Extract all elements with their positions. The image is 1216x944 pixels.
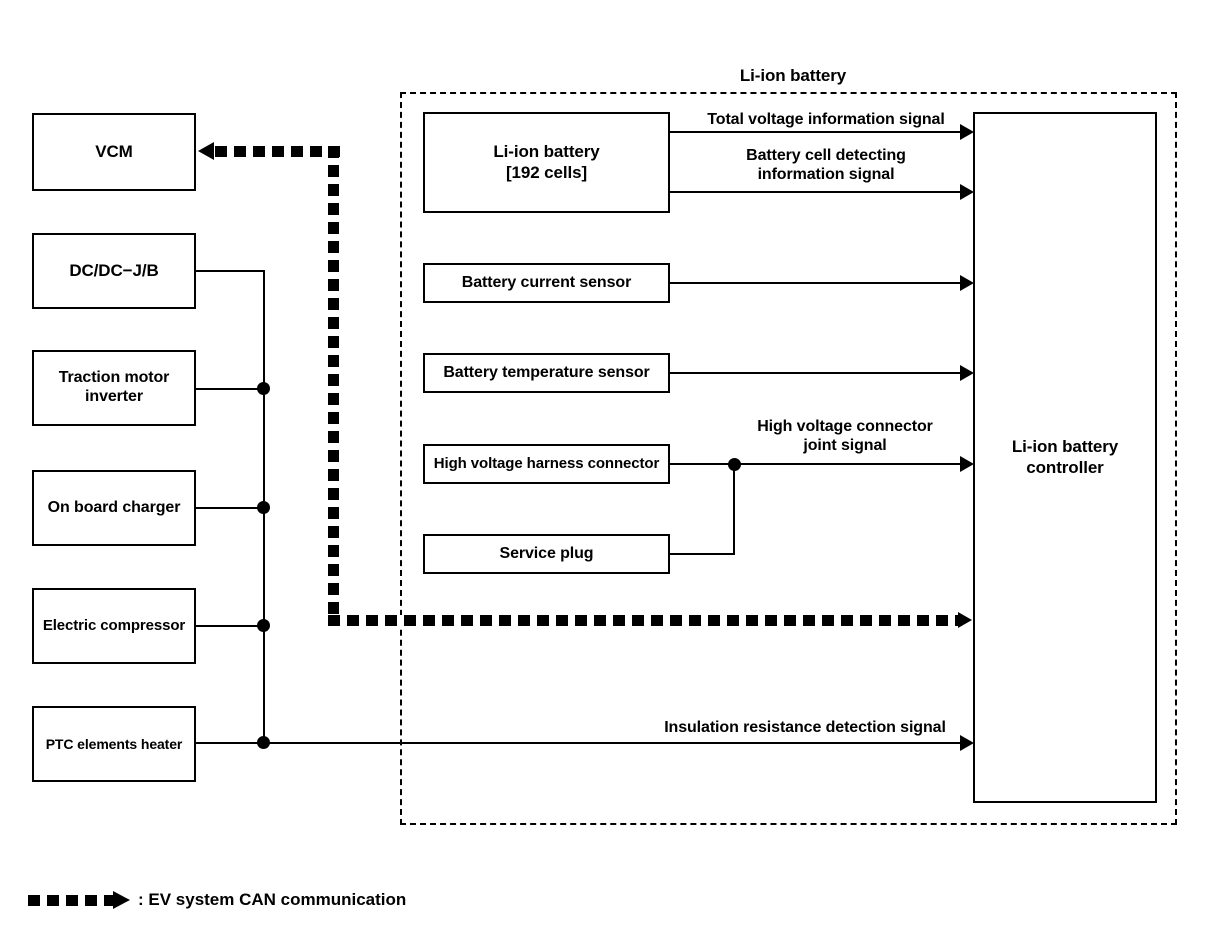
signal-total-voltage-line [670,131,964,133]
block-battery-temperature-sensor[interactable]: Battery temperature sensor [423,353,670,393]
can-communication-arrowhead-icon [113,891,130,909]
block-service-plug[interactable]: Service plug [423,534,670,574]
signal-total-voltage-arrowhead [960,124,974,140]
block-electric-compressor[interactable]: Electric compressor [32,588,196,664]
can-bus-controller-arrowhead [958,612,972,628]
signal-insulation-resistance-arrowhead [960,735,974,751]
block-ptc-elements-heater-label: PTC elements heater [45,735,183,752]
block-high-voltage-harness-connector-label: High voltage harness connector [433,455,660,473]
electric-compressor-out-line [196,625,265,627]
legend: : EV system CAN communication [28,890,406,910]
signal-insulation-resistance-line [263,742,964,744]
li-ion-battery-enclosure [400,92,1177,825]
block-high-voltage-harness-connector[interactable]: High voltage harness connector [423,444,670,484]
signal-battery-cell-detecting-line [670,191,964,193]
signal-battery-current-arrowhead [960,275,974,291]
on-board-charger-out-line [196,507,265,509]
block-battery-current-sensor[interactable]: Battery current sensor [423,263,670,303]
ptc-elements-heater-out-line [196,742,265,744]
signal-high-voltage-joint-line [670,463,964,465]
signal-high-voltage-joint-arrowhead [960,456,974,472]
signal-battery-cell-detecting-arrowhead [960,184,974,200]
signal-battery-cell-detecting-label: Battery cell detecting information signa… [746,147,906,184]
block-on-board-charger[interactable]: On board charger [32,470,196,546]
enclosure-title-label: Li-ion battery [739,66,847,85]
block-battery-current-sensor-label: Battery current sensor [461,273,632,291]
block-electric-compressor-label: Electric compressor [42,617,186,635]
block-traction-motor-inverter[interactable]: Traction motor inverter [32,350,196,426]
junction-dot-traction-motor-inverter [257,382,270,395]
block-vcm[interactable]: VCM [32,113,196,191]
block-traction-motor-inverter-label: Traction motor inverter [58,369,170,405]
legend-label: : EV system CAN communication [138,890,407,909]
service-plug-branch-vertical [733,463,735,555]
junction-dot-on-board-charger [257,501,270,514]
signal-battery-current-line [670,282,964,284]
block-service-plug-label: Service plug [499,544,594,562]
block-vcm-label: VCM [95,141,133,161]
block-li-ion-battery-label: Li-ion battery [192 cells] [493,142,600,182]
can-bus-vertical [328,146,339,626]
block-li-ion-battery-controller-label: Li-ion battery controller [1011,437,1119,477]
block-dcdc-jb[interactable]: DC/DC−J/B [32,233,196,309]
junction-dot-electric-compressor [257,619,270,632]
block-dcdc-jb-label: DC/DC−J/B [69,260,159,280]
block-li-ion-battery[interactable]: Li-ion battery [192 cells] [423,112,670,213]
dcdc-jb-out-line [196,270,265,272]
can-communication-arrow-icon [28,894,114,906]
service-plug-branch-horizontal [670,553,735,555]
signal-battery-temperature-line [670,372,964,374]
block-battery-temperature-sensor-label: Battery temperature sensor [443,363,650,381]
block-li-ion-battery-controller[interactable]: Li-ion battery controller [973,112,1157,803]
block-on-board-charger-label: On board charger [47,498,181,516]
can-bus-top-horizontal [215,146,340,157]
traction-motor-inverter-out-line [196,388,265,390]
signal-high-voltage-joint-label: High voltage connector joint signal [757,418,933,455]
can-bus-vcm-arrowhead [198,142,214,160]
junction-dot-ptc-elements-heater [257,736,270,749]
block-ptc-elements-heater[interactable]: PTC elements heater [32,706,196,782]
signal-total-voltage-label: Total voltage information signal [707,111,945,128]
signal-insulation-resistance-label: Insulation resistance detection signal [664,719,946,736]
signal-battery-temperature-arrowhead [960,365,974,381]
can-bus-bottom-horizontal [328,615,962,626]
